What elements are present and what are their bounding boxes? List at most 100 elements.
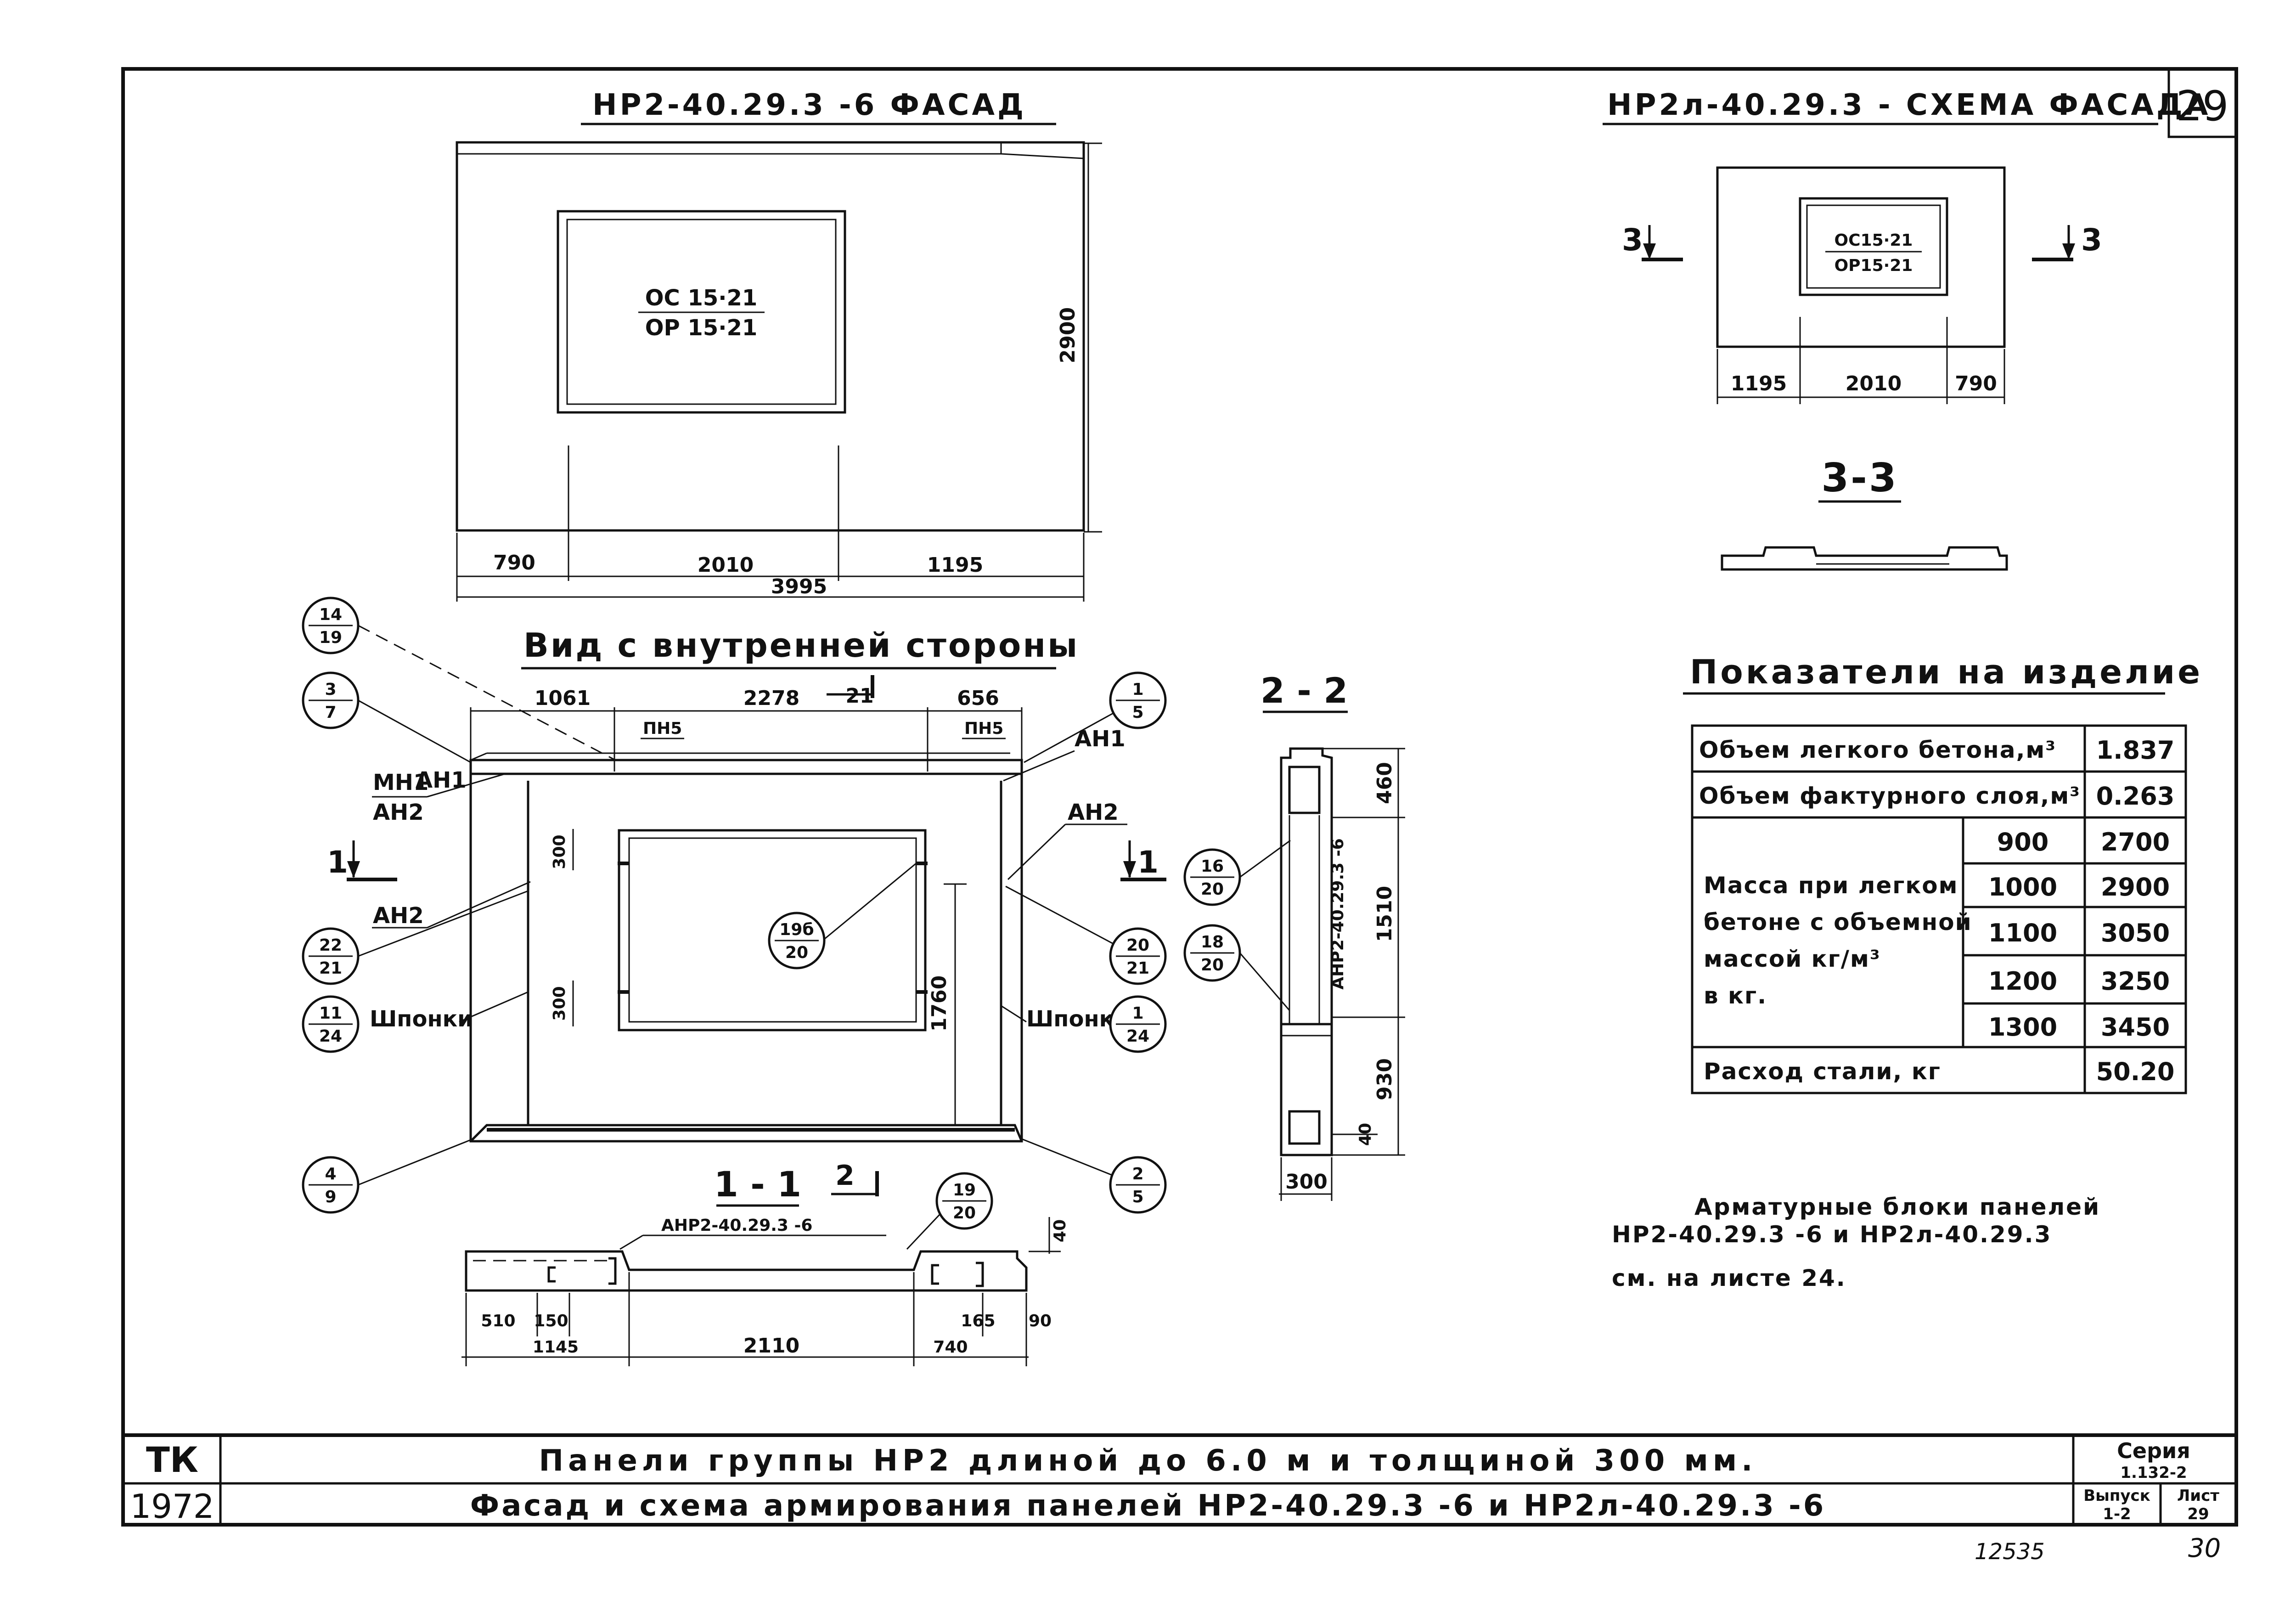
callout-4-9-leader xyxy=(358,1138,473,1186)
facade-dim-3: 1195 xyxy=(927,553,983,577)
note-line-3: см. на листе 24. xyxy=(1612,1265,1846,1291)
section-22-dim-40: 40 xyxy=(1356,1123,1375,1146)
mass-density-1200: 1200 xyxy=(1988,967,2057,996)
svg-text:5: 5 xyxy=(1132,703,1143,722)
facade-panel-outline xyxy=(456,141,1085,532)
section-11-mark-2: 2 xyxy=(835,1160,855,1192)
stamp-year: 1972 xyxy=(130,1487,214,1526)
mass-density-1300: 1300 xyxy=(1988,1013,2057,1042)
scheme-window-inner xyxy=(1806,204,1941,289)
svg-text:20: 20 xyxy=(785,943,808,962)
section-22-profile xyxy=(1280,747,1333,1156)
section-11-dim-165: 165 xyxy=(961,1312,995,1330)
title-block xyxy=(123,1433,2236,1525)
facade-height-value: 2900 xyxy=(1056,307,1080,363)
inner-view-title: Вид с внутренней стороны xyxy=(523,626,1079,665)
inner-cut-right-label: 1 xyxy=(1137,845,1159,880)
callout-14-19-leader xyxy=(358,625,616,761)
section-22-top-cage xyxy=(1288,766,1321,814)
callout-19b-20-leader xyxy=(824,862,917,940)
section-11-dim-150: 150 xyxy=(534,1312,568,1330)
section-11-right-bracket-2 xyxy=(976,1262,984,1287)
svg-text:21: 21 xyxy=(1126,959,1149,978)
section-33-profile xyxy=(1721,546,2008,571)
svg-text:18: 18 xyxy=(1201,933,1224,952)
svg-text:20: 20 xyxy=(953,1204,976,1223)
svg-text:4: 4 xyxy=(325,1165,336,1183)
svg-text:16: 16 xyxy=(1201,857,1224,876)
mass-value-1300: 3450 xyxy=(2101,1013,2170,1042)
section-11-dim-90: 90 xyxy=(1029,1312,1052,1330)
callout-22-21-leader xyxy=(358,890,529,957)
section-11-dim-1145: 1145 xyxy=(533,1338,579,1357)
note-line-2: НР2-40.29.3 -6 и НР2л-40.29.3 xyxy=(1612,1221,2052,1248)
callout-20-21: 20 21 xyxy=(1109,927,1167,985)
scheme-opening-mark-bottom: ОР15·21 xyxy=(1835,256,1913,275)
svg-text:14: 14 xyxy=(319,605,342,624)
inner-an1-left: АН1 xyxy=(416,767,467,793)
mass-label-line-3: массой кг/м³ xyxy=(1704,946,1881,972)
inner-shponki-right-leader xyxy=(1001,1005,1027,1023)
scheme-cut-left-label: 3 xyxy=(1622,222,1643,258)
inner-pn5-left: ПН5 xyxy=(643,719,682,738)
callout-2-5: 2 5 xyxy=(1109,1156,1167,1214)
section-11-right-bracket xyxy=(931,1264,939,1285)
section-22-width: 300 xyxy=(1285,1170,1328,1194)
inner-pn5-right: ПН5 xyxy=(964,719,1003,738)
stamp-issue-value: 1-2 xyxy=(2103,1505,2131,1523)
inner-cut-right-arrowhead xyxy=(1123,861,1136,878)
svg-text:7: 7 xyxy=(325,703,336,722)
callout-16-20: 16 20 xyxy=(1183,848,1241,906)
callout-3-7-leader xyxy=(358,699,471,763)
callout-19b-20: 19б 20 xyxy=(768,912,826,969)
inner-top-beam xyxy=(469,759,1023,775)
section-11-profile xyxy=(465,1250,1028,1292)
mass-value-1200: 3250 xyxy=(2101,967,2170,996)
scheme-dim-3: 790 xyxy=(1955,372,1997,395)
mass-value-1000: 2900 xyxy=(2101,873,2170,902)
scheme-cut-right-label: 3 xyxy=(2081,222,2102,258)
inner-cut-left-arrowhead xyxy=(347,861,360,878)
inner-an2-a: АН2 xyxy=(373,800,424,825)
section-11-dim-40: 40 xyxy=(1051,1219,1069,1242)
inner-mn1-leader xyxy=(427,773,506,798)
scheme-opening-mark-top: ОС15·21 xyxy=(1835,231,1913,250)
callout-1-5: 1 5 xyxy=(1109,671,1167,729)
svg-text:20: 20 xyxy=(1201,956,1224,975)
mass-density-1000: 1000 xyxy=(1988,873,2057,902)
section-11-dim-2110: 2110 xyxy=(743,1334,799,1358)
facade-panel-top-step xyxy=(457,142,1084,159)
indicator-row-2-value: 0.263 xyxy=(2096,782,2175,811)
inner-an2-b-leader xyxy=(427,881,531,929)
indicators-title: Показатели на изделие xyxy=(1690,653,2203,691)
svg-text:21: 21 xyxy=(319,959,342,978)
inner-bottom-beam xyxy=(470,1124,1023,1142)
mass-label-line-2: бетоне с объемной xyxy=(1704,909,1972,935)
facade-dim-2: 2010 xyxy=(698,553,754,577)
svg-text:20: 20 xyxy=(1201,880,1224,899)
inner-dim-300-top: 300 xyxy=(550,834,569,869)
sheet-frame xyxy=(121,67,2238,1527)
callout-1-24: 1 24 xyxy=(1109,995,1167,1053)
inner-top-dim-1: 1061 xyxy=(535,687,591,710)
callout-3-7: 3 7 xyxy=(302,671,360,729)
inner-window-inner xyxy=(628,837,917,1023)
inner-mark-21: 21 xyxy=(845,684,873,708)
inner-an2-right-leader xyxy=(1007,823,1066,880)
facade-title: НР2-40.29.3 -6 ФАСАД xyxy=(592,88,1026,122)
inner-top-dim-2: 2278 xyxy=(743,687,799,710)
scheme-cut-left-arrowhead xyxy=(1643,243,1656,259)
svg-text:22: 22 xyxy=(319,936,342,955)
stamp-series-value: 1.132-2 xyxy=(2120,1464,2187,1482)
inner-an1-right-leader xyxy=(1003,750,1075,782)
steel-value: 50.20 xyxy=(2096,1057,2175,1086)
section-11-title: 1 - 1 xyxy=(714,1164,801,1205)
scheme-dim-2: 2010 xyxy=(1846,372,1902,395)
facade-dim-1: 790 xyxy=(493,551,535,575)
callout-4-9: 4 9 xyxy=(302,1156,360,1214)
svg-text:1: 1 xyxy=(1132,680,1143,699)
mass-density-900: 900 xyxy=(1997,828,2049,857)
stamp-sheet-label: Лист xyxy=(2177,1487,2219,1505)
callout-14-19: 14 19 xyxy=(302,597,360,654)
